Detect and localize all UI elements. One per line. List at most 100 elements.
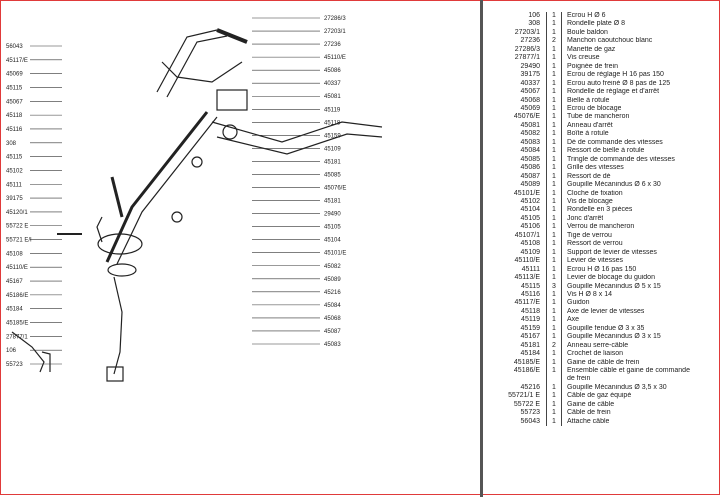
part-qty: 1 <box>546 12 562 21</box>
part-ref: 45113/E <box>514 274 540 282</box>
part-desc: Levier de vitesses <box>567 257 624 265</box>
part-qty: 1 <box>546 265 562 275</box>
left-leader-lines <box>30 45 62 365</box>
part-ref: 45186/E <box>513 367 540 375</box>
part-qty: 1 <box>546 324 562 334</box>
part-desc: Crochet de liaison <box>567 350 624 358</box>
part-ref: 45185/E <box>513 358 540 366</box>
part-ref: 45159 <box>520 324 540 332</box>
part-desc: Goupille Mécanindus Ø 3,5 x 30 <box>567 383 667 391</box>
part-qty: 1 <box>546 358 562 368</box>
right-callout-label: 45181 <box>324 199 341 205</box>
part-ref: 45106 <box>520 223 540 231</box>
part-desc: Ressort de verrou <box>567 240 623 248</box>
part-desc: de frein <box>567 375 591 383</box>
part-ref: 45184 <box>520 350 540 358</box>
part-desc: Rondelle plate Ø 8 <box>567 20 625 28</box>
part-qty: 1 <box>546 367 562 376</box>
part-ref: 27236 <box>520 37 540 45</box>
right-callout-label: 45110/E <box>324 55 346 61</box>
part-qty: 1 <box>546 299 562 308</box>
left-callout-label: 45116 <box>6 127 23 133</box>
part-qty: 1 <box>546 350 562 359</box>
part-row: de frein <box>498 375 718 384</box>
left-callout-label: 45185/E <box>6 321 28 327</box>
part-ref: 45084 <box>520 147 540 155</box>
right-callout-label: 27236 <box>324 42 341 48</box>
part-desc: Goupille Mécanindus Ø 6 x 30 <box>567 181 661 189</box>
part-qty: 1 <box>546 88 562 97</box>
part-ref: 45102 <box>520 197 540 205</box>
handlebar-assembly-drawing: 5604345117/E4506945115450674511845116308… <box>6 16 383 382</box>
part-ref: 45107/1 <box>514 231 540 239</box>
part-desc: Attache câble <box>567 417 610 425</box>
part-qty: 2 <box>546 37 562 46</box>
part-qty: 1 <box>546 206 562 215</box>
part-desc: Câble de gaz équipé <box>567 392 632 400</box>
part-ref: 45083 <box>520 138 540 146</box>
part-desc: Tube de mancheron <box>567 113 630 121</box>
part-ref: 45117/E <box>514 299 540 307</box>
left-callout-label: 56043 <box>6 44 23 50</box>
part-qty: 1 <box>546 121 562 131</box>
part-ref: 45068 <box>520 96 540 104</box>
part-qty: 1 <box>546 240 562 249</box>
part-qty: 1 <box>546 409 562 418</box>
right-callout-label: 45101/E <box>324 251 346 257</box>
part-desc: Levier de blocage du guidon <box>567 274 655 282</box>
part-qty <box>546 375 562 384</box>
part-desc: Boule baldon <box>567 28 608 36</box>
part-desc: Support de levier de vitesses <box>567 248 657 256</box>
part-ref <box>498 375 546 383</box>
part-ref: 45111 <box>521 265 540 273</box>
part-desc: Câble de frein <box>567 409 611 417</box>
part-desc: Boîte à rotule <box>567 130 609 138</box>
part-qty: 1 <box>546 54 562 63</box>
part-desc: Ressort de dé <box>567 172 611 180</box>
part-qty: 1 <box>546 28 562 38</box>
right-callout-label: 45081 <box>324 94 341 100</box>
part-desc: Goupille Mécanindus Ø 3 x 15 <box>567 333 661 341</box>
part-ref: 56043 <box>520 417 540 425</box>
part-qty: 1 <box>546 181 562 190</box>
right-callout-label: 45118 <box>324 120 341 126</box>
part-row: 45184 1 Crochet de liaison <box>498 350 718 359</box>
part-desc: Anneau d'arrêt <box>567 121 613 129</box>
part-qty: 1 <box>546 274 562 283</box>
part-desc: Anneau serre-câble <box>567 341 629 349</box>
part-desc: Ensemble câble et gaine de commande <box>567 367 690 375</box>
left-callout-label: 45120/1 <box>6 210 28 216</box>
part-qty: 1 <box>546 45 562 55</box>
left-callout-label: 45108 <box>6 251 23 257</box>
part-desc: Ecrou de réglage H 16 pas 150 <box>567 71 664 79</box>
part-desc: Rondelle en 3 pièces <box>567 206 633 214</box>
part-ref: 106 <box>528 12 540 19</box>
part-desc: Ecrou de blocage <box>567 104 622 112</box>
part-qty: 1 <box>546 290 562 300</box>
part-qty: 1 <box>546 307 562 317</box>
right-callout-label: 45085 <box>324 172 341 178</box>
left-callout-label: 308 <box>6 141 17 147</box>
right-callout-label: 45084 <box>324 303 341 309</box>
part-qty: 1 <box>546 147 562 156</box>
part-desc: Bielle à rotule <box>567 96 610 104</box>
part-qty: 1 <box>546 62 562 72</box>
part-qty: 1 <box>546 214 562 224</box>
part-ref: 308 <box>528 20 540 28</box>
right-callout-label: 45216 <box>324 290 341 296</box>
